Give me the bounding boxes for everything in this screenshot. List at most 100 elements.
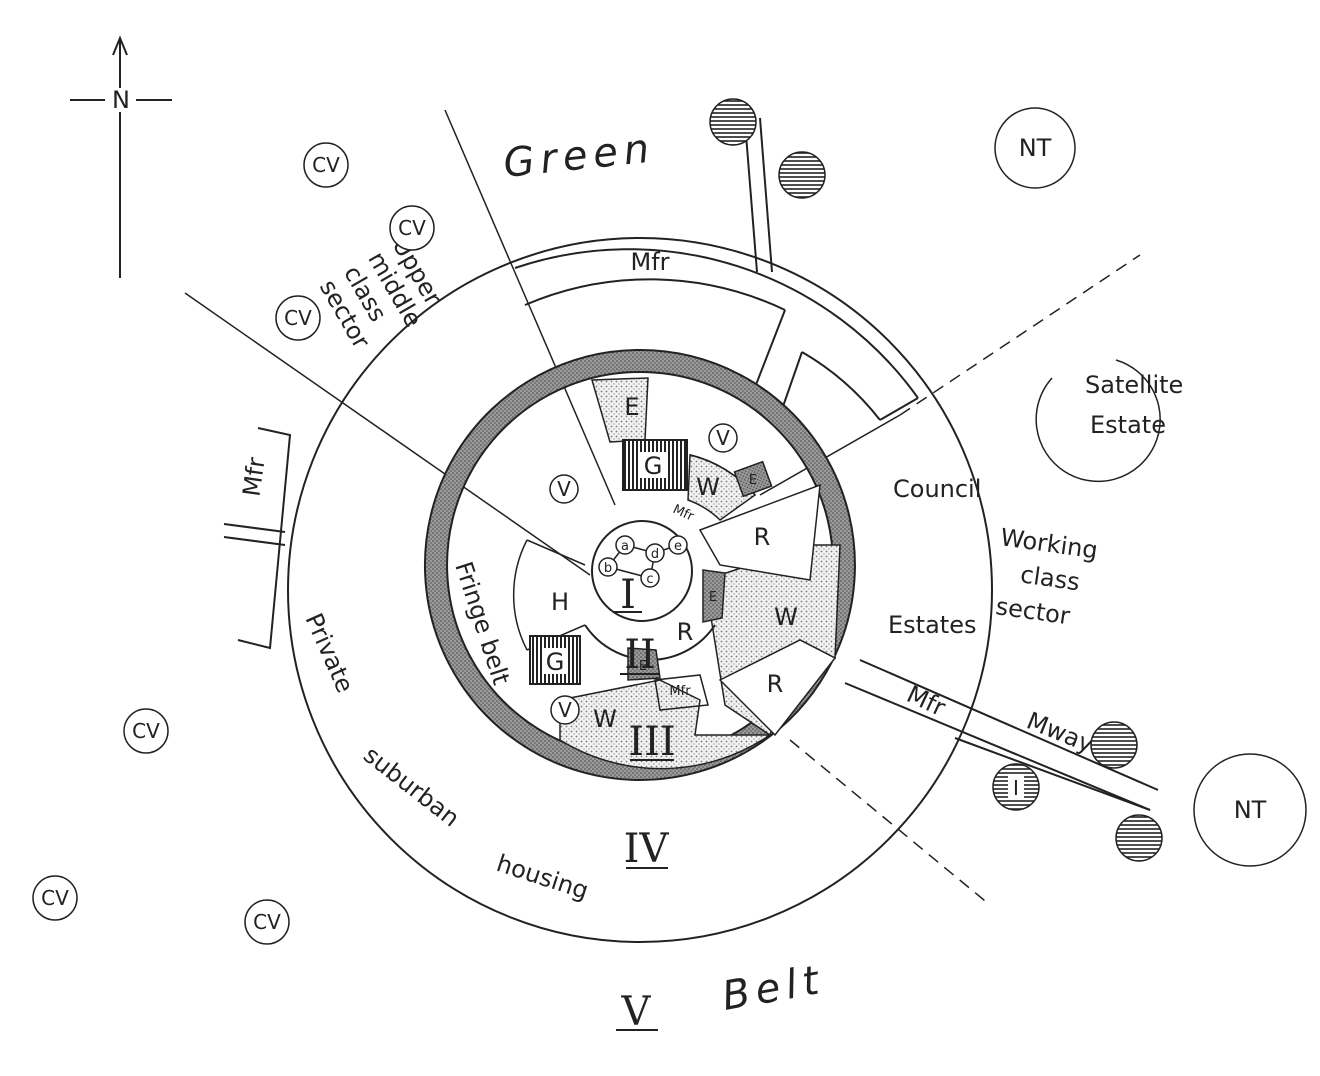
mfr-label-north: Mfr xyxy=(630,248,669,276)
v-marker-north: V xyxy=(708,423,738,453)
mfr-label-west: Mfr xyxy=(237,455,270,498)
industry-circle-north-1 xyxy=(709,98,757,146)
core-node-a xyxy=(615,535,635,555)
svg-text:class: class xyxy=(1019,560,1082,596)
zone-e-east-small xyxy=(702,569,726,623)
cv-village-4: CV xyxy=(123,708,169,754)
e-label-north: E xyxy=(624,393,639,421)
core-node-e-label: e xyxy=(674,539,682,554)
private-label: Private xyxy=(300,609,360,697)
sector-line-council-dashed xyxy=(899,254,1141,416)
zone-w-north xyxy=(687,454,757,521)
manufacturing-band-north: Mfr xyxy=(514,248,919,421)
cv-village-6: CV xyxy=(244,899,290,945)
new-town-north: NT xyxy=(994,107,1076,189)
svg-text:CV: CV xyxy=(284,306,312,330)
upper-middle-class-label: Upper middle class sector xyxy=(314,233,447,354)
sector-line-upper-west xyxy=(184,292,591,576)
core-nodes: a b c d e xyxy=(598,535,688,588)
satellite-estate: Satellite Estate xyxy=(1035,359,1183,483)
g-label-north: G xyxy=(644,452,663,480)
zone-r-southeast-wedge xyxy=(718,639,837,737)
green-label: Green xyxy=(501,125,657,187)
mfr-label-core-north: Mfr xyxy=(670,502,696,525)
north-label: N xyxy=(112,86,130,114)
zone-label-iv: IV xyxy=(624,826,670,872)
industry-circle-east-2 xyxy=(1115,814,1163,862)
estates-label: Estates xyxy=(888,611,976,639)
zone-label-v: V xyxy=(621,989,652,1035)
svg-text:V: V xyxy=(557,477,571,501)
manufacturing-band-west: Mfr xyxy=(223,427,292,650)
v-marker-south: V xyxy=(550,695,580,725)
north-arrow: N xyxy=(70,35,172,278)
svg-text:V: V xyxy=(716,426,730,450)
r-label-southeast: R xyxy=(767,670,784,698)
zone-label-ii: II xyxy=(624,632,656,678)
zone-e-north xyxy=(591,377,649,443)
svg-text:Satellite: Satellite xyxy=(1085,371,1183,399)
g-label-southwest: G xyxy=(546,648,565,676)
r-label-inner: R xyxy=(677,618,694,646)
e-label-north-small: E xyxy=(749,473,757,488)
new-town-southeast: NT xyxy=(1193,753,1307,867)
zone-label-iii: III xyxy=(628,719,675,765)
zone-h-arc xyxy=(512,539,528,651)
zone-e-north-small xyxy=(733,460,773,498)
e-label-south-small: E xyxy=(639,659,647,674)
road-north-line-b xyxy=(744,121,758,273)
svg-text:CV: CV xyxy=(132,719,160,743)
mfr-label-southeast: Mfr xyxy=(902,680,949,722)
zone-iv-outer-boundary xyxy=(287,237,993,943)
zone-r-east-wedge xyxy=(698,483,821,581)
industry-circle-north-2 xyxy=(778,151,826,199)
core-node-c xyxy=(640,568,660,588)
core-node-d-label: d xyxy=(651,547,659,562)
council-label: Council xyxy=(893,475,981,503)
suburban-label: suburban xyxy=(358,741,464,833)
working-class-label: Working class sector xyxy=(994,523,1099,630)
svg-text:NT: NT xyxy=(1234,796,1267,824)
zone-h-line-a xyxy=(526,539,586,566)
sector-line-council-north xyxy=(759,414,901,496)
cv-village-5: CV xyxy=(32,875,78,921)
north-arrow-head xyxy=(112,35,128,56)
svg-text:Estate: Estate xyxy=(1090,411,1166,439)
svg-text:CV: CV xyxy=(253,910,281,934)
cv-village-2: CV xyxy=(389,205,435,251)
core-node-b-label: b xyxy=(604,561,612,576)
mfr-label-core-south: Mfr xyxy=(669,684,691,699)
w-label-north: W xyxy=(696,473,720,501)
e-label-east-small: E xyxy=(709,590,717,605)
svg-text:CV: CV xyxy=(312,153,340,177)
cv-village-3: CV xyxy=(275,295,321,341)
svg-text:CV: CV xyxy=(398,216,426,240)
mfr-box-core-south xyxy=(654,674,709,711)
v-marker-west: V xyxy=(549,474,579,504)
core-node-d xyxy=(645,543,665,563)
sector-line-southeast-dashed xyxy=(789,739,991,906)
r-label-east: R xyxy=(754,523,771,551)
core-node-b xyxy=(598,557,618,577)
core-node-c-label: c xyxy=(646,572,653,587)
zone-e-south-small xyxy=(627,647,661,681)
mway-label: Mway xyxy=(1023,707,1098,759)
core-node-a-label: a xyxy=(621,539,629,554)
zone-label-i: I xyxy=(620,572,636,618)
sector-line-upper-north xyxy=(444,109,616,506)
cv-village-1: CV xyxy=(303,142,349,188)
w-label-east: W xyxy=(774,603,798,631)
industry-circle-i: I xyxy=(992,763,1040,811)
road-north-line-a xyxy=(759,117,773,273)
belt-label: Belt xyxy=(719,957,828,1020)
svg-text:CV: CV xyxy=(41,886,69,910)
zone-w-south xyxy=(559,679,773,770)
svg-text:I: I xyxy=(1013,776,1019,800)
w-label-south: W xyxy=(593,705,617,733)
zone-g-southwest xyxy=(529,635,581,685)
svg-text:NT: NT xyxy=(1019,134,1052,162)
housing-label: housing xyxy=(493,849,592,905)
industry-circle-east-1 xyxy=(1090,721,1138,769)
core-node-e xyxy=(668,535,688,555)
